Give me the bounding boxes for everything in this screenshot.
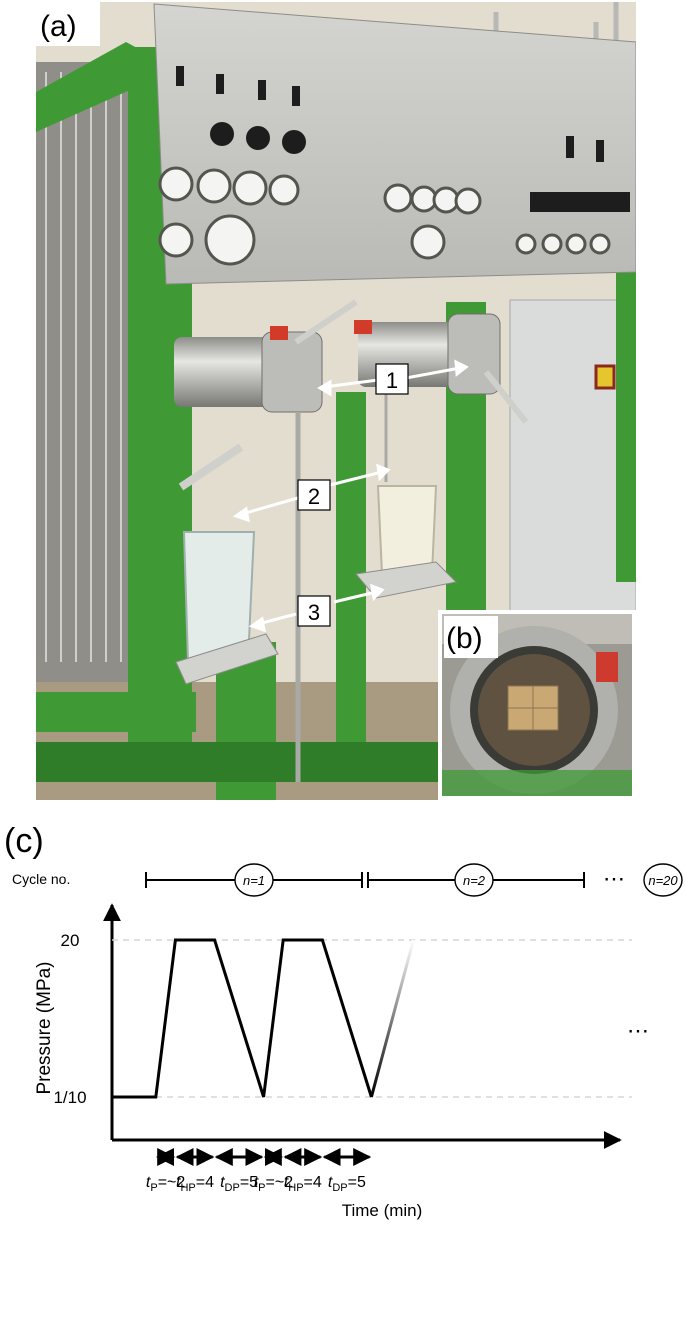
panel-b-label-box [444,616,498,658]
callout-boxes [297,363,409,627]
cycle-circle-2: n=2 [454,863,494,897]
callout-2: 2 [308,484,320,509]
tray-left [175,633,279,685]
phase-label: tP=~2 [254,1174,293,1194]
pressure-cycle-chart: (c) Cycle no. n=1 n=2 ⋯ n=20 20 1/10 Pre… [4,822,683,1220]
red-valve [270,326,288,340]
cycle-label-2: n=2 [463,873,486,888]
x-axis-label: Time (min) [342,1201,423,1220]
cycle-circle-1: n=1 [234,863,274,897]
cycle-row-lines [145,872,585,888]
phase-label: tDP=5 [328,1174,366,1194]
cycle-label-20: n=20 [648,873,678,888]
phase-label: tHP=4 [176,1174,214,1194]
pressure-gauges [158,166,611,266]
y-tick-low: 1/10 [53,1088,86,1107]
phase-label: tP=~2 [146,1174,185,1194]
phase-label: tDP=5 [220,1174,258,1194]
panel-a-label: (a) [40,10,77,43]
panel-c-label: (c) [4,822,44,860]
cycle-label-1: n=1 [243,873,265,888]
beaker-right [376,485,438,575]
y-tick-20: 20 [61,931,80,950]
panel-b-label: (b) [446,622,483,655]
panel-a-label-box [36,2,100,46]
pressure-vessel-left [174,299,358,491]
pressure-line-fade [369,939,415,1098]
cycle-ellipsis: ⋯ [603,866,625,891]
rack-tubes [45,72,137,662]
cabinet-switch [594,364,616,390]
callout-3: 3 [308,600,320,625]
cycle-circle-20: n=20 [643,863,683,897]
photo-setup: 1 2 3 (a) (b) [36,2,636,800]
y-axis-label: Pressure (MPa) [34,961,55,1094]
callout-1: 1 [386,368,398,393]
valve-knobs [176,66,630,212]
red-valve-2 [354,320,372,334]
callout-arrows [232,359,469,633]
pressure-line [112,938,373,1099]
phase-label: tHP=4 [284,1174,322,1194]
cycle-row-label: Cycle no. [12,871,70,887]
inset-photo [438,610,636,800]
chart-ellipsis: ⋯ [627,1018,649,1043]
